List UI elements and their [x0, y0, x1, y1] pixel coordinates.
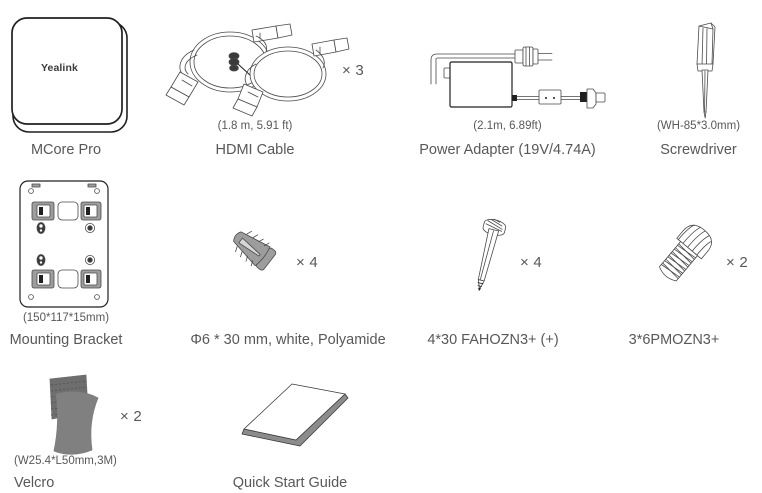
item-label-tapping-screw: 4*30 FAHOZN3+ (+) [427, 332, 559, 348]
long-screw-icon [454, 212, 520, 302]
qty-machine-screw: × 2 [726, 254, 748, 271]
power-adapter-icon [418, 22, 608, 117]
item-label-quick-start-guide: Quick Start Guide [232, 475, 348, 491]
short-screw-icon [644, 218, 720, 296]
qty-wall-anchor: × 4 [296, 254, 318, 271]
screwdriver-icon [683, 14, 729, 124]
qty-hdmi-cable: × 3 [342, 62, 364, 79]
hdmi-cable-icon [165, 12, 350, 122]
item-label-screwdriver: Screwdriver [660, 142, 737, 158]
item-label-machine-screw: 3*6PMOZN3+ [628, 332, 720, 348]
qty-tapping-screw: × 4 [520, 254, 542, 271]
item-spec-mounting-bracket: (150*117*15mm) [22, 312, 110, 324]
mounting-bracket-icon [18, 178, 112, 310]
item-label-hdmi-cable: HDMI Cable [215, 142, 295, 158]
item-label-wall-anchor: Φ6 * 30 mm, white, Polyamide [190, 332, 386, 348]
item-machine-screw: × 2 3*6PMOZN3+ [586, 172, 762, 352]
item-screwdriver: (WH-85*3.0mm) Screwdriver [635, 0, 762, 170]
item-quick-start-guide: Quick Start Guide [190, 358, 390, 493]
item-power-adapter: (2.1m, 6.89ft) Power Adapter (19V/4.74A) [400, 0, 630, 170]
item-spec-hdmi-cable: (1.8 m, 5.91 ft) [217, 120, 293, 132]
wall-anchor-icon [222, 222, 292, 282]
item-wall-anchor: × 4 Φ6 * 30 mm, white, Polyamide [168, 172, 408, 352]
item-spec-velcro: (W25.4*L50mm,3M) [14, 455, 117, 467]
item-spec-screwdriver: (WH-85*3.0mm) [656, 120, 741, 132]
item-label-velcro: Velcro [14, 475, 55, 491]
item-label-mounting-bracket: Mounting Bracket [9, 332, 123, 348]
item-velcro: × 2 (W25.4*L50mm,3M) Velcro [0, 358, 190, 493]
item-label-mcore-pro: MCore Pro [30, 142, 102, 158]
item-spec-power-adapter: (2.1m, 6.89ft) [473, 120, 542, 132]
item-label-power-adapter: Power Adapter (19V/4.74A) [419, 142, 596, 158]
item-hdmi-cable: × 3 (1.8 m, 5.91 ft) HDMI Cable [165, 0, 380, 170]
velcro-icon [36, 372, 126, 462]
item-mcore-pro: Yealink MCore Pro [0, 0, 190, 170]
yealink-logo: Yealink [41, 62, 78, 74]
qty-velcro: × 2 [120, 408, 142, 425]
mini-pc-icon [11, 12, 128, 133]
booklet-icon [240, 380, 350, 460]
item-mounting-bracket: (150*117*15mm) Mounting Bracket [0, 172, 190, 352]
item-tapping-screw: × 4 4*30 FAHOZN3+ (+) [398, 172, 588, 352]
